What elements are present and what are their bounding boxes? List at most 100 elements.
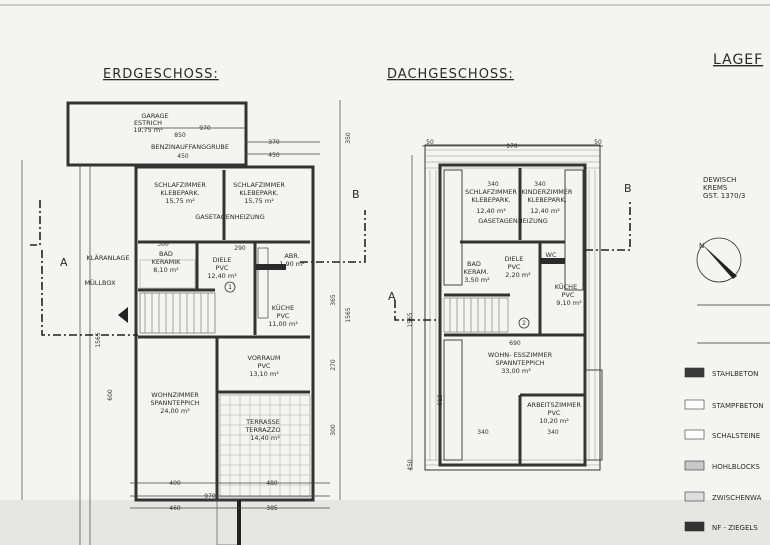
dim: 340	[547, 429, 559, 436]
dim: 850	[174, 132, 186, 139]
room-area: 2,20 m²	[505, 271, 531, 279]
sidebar-title: LAGEF	[713, 52, 763, 68]
room-floor: TERRAZZO	[244, 426, 280, 434]
room-name: ABR.	[284, 252, 299, 260]
room-area: 33,00 m²	[501, 367, 531, 375]
sidebar: LAGEF DEWISCH KREMS GST. 1370/3 N STAHLB…	[684, 52, 770, 532]
legend-swatch	[684, 460, 705, 471]
room-floor: ESTRICH	[134, 119, 162, 127]
room-floor: PVC	[258, 362, 271, 370]
roof-hatching	[425, 149, 600, 466]
heating-note: GASETAGENHEIZUNG	[478, 217, 548, 225]
room-area: 12,40 m²	[207, 272, 237, 280]
room-area: 3,50 m²	[464, 276, 490, 284]
dim: 450	[407, 459, 414, 471]
dim: 340	[487, 181, 499, 188]
dim: 613	[437, 394, 444, 406]
room-label-wc: WC	[546, 251, 557, 259]
stair-number: 1	[228, 284, 232, 291]
dormer-left-top	[443, 169, 463, 286]
scan-noise-band	[0, 500, 770, 545]
attic-section-marker-b: B	[624, 182, 632, 195]
dim: 460	[169, 505, 181, 512]
compass-north-label: N	[699, 242, 704, 250]
section-line-b	[300, 210, 366, 263]
dim: 350	[345, 132, 352, 144]
dim: 340	[477, 429, 489, 436]
room-area: 15,75 m²	[165, 197, 195, 205]
room-name: BAD	[159, 250, 173, 258]
dim: 270	[330, 359, 337, 371]
room-floor: PVC	[216, 264, 229, 272]
section-line-a	[41, 250, 138, 336]
room-area: 9,10 m²	[556, 299, 582, 307]
room-name: ARBEITSZIMMER	[527, 401, 581, 409]
heating-note: GASETAGENHEIZUNG	[195, 213, 265, 221]
room-name: SCHLAFZIMMER	[154, 181, 206, 189]
dim: 450	[268, 152, 280, 159]
bath-tiles	[139, 259, 196, 289]
stairs-ground	[139, 292, 216, 334]
dormer-left-bottom	[443, 339, 463, 461]
legend-label: STAMPFBETON	[712, 402, 764, 410]
room-area: 10,20 m²	[539, 417, 569, 425]
room-area: 11,00 m²	[268, 320, 298, 328]
ground-dimensions: 970 850 450 370 450 350 1565 365 270 300…	[21, 100, 352, 512]
dim: 300	[157, 241, 169, 248]
room-name: KINDERZIMMER	[522, 188, 573, 196]
fuel-pit-note: BENZINAUFFANGGRUBE	[151, 143, 229, 151]
dim: 970	[204, 493, 216, 500]
ground-floor-title: ERDGESCHOSS:	[103, 67, 219, 82]
legend-swatch	[684, 367, 705, 378]
dim: 480	[266, 480, 278, 487]
dim: 50	[426, 139, 434, 146]
dim: 400	[169, 480, 181, 487]
dim: 1565	[345, 307, 352, 322]
section-line-a-left	[30, 200, 41, 246]
legend-label: STAHLBETON	[712, 370, 758, 378]
room-floor: KLEBEPARK.	[160, 189, 199, 197]
dim: 50	[594, 139, 602, 146]
room-name: TERRASSE	[245, 418, 280, 426]
stair-marker	[224, 281, 236, 293]
room-floor: SPANNTEPPICH	[150, 399, 199, 407]
room-area: 15,75 m²	[244, 197, 274, 205]
attic-section-line-b	[585, 200, 631, 251]
dim: 300	[330, 424, 337, 436]
dim: 370	[268, 139, 280, 146]
room-name: SCHLAFZIMMER	[465, 188, 517, 196]
room-floor: KLEBEPARK.	[527, 196, 566, 204]
kitchen-hatch	[256, 264, 286, 270]
room-name: SCHLAFZIMMER	[233, 181, 285, 189]
room-floor: KLEBEPARK.	[471, 196, 510, 204]
entrance-arrow-icon	[118, 307, 128, 323]
dim: 365	[330, 294, 337, 306]
room-name: GARAGE	[141, 112, 168, 120]
attic-kitchen-hatch	[540, 258, 565, 264]
legend-swatch	[684, 491, 705, 502]
room-label-storage: ABR.1,90 m²	[279, 252, 305, 268]
dim: 450	[177, 153, 189, 160]
room-name: VORRAUM	[247, 354, 280, 362]
attic-section-line-a	[394, 300, 440, 321]
legend-swatch	[684, 521, 705, 532]
dim: 340	[534, 181, 546, 188]
room-floor: SPANNTEPPICH	[495, 359, 544, 367]
room-floor: PVC	[548, 409, 561, 417]
dim: 290	[234, 245, 246, 252]
room-name: DIELE	[213, 256, 232, 264]
legend-swatch	[684, 399, 705, 410]
